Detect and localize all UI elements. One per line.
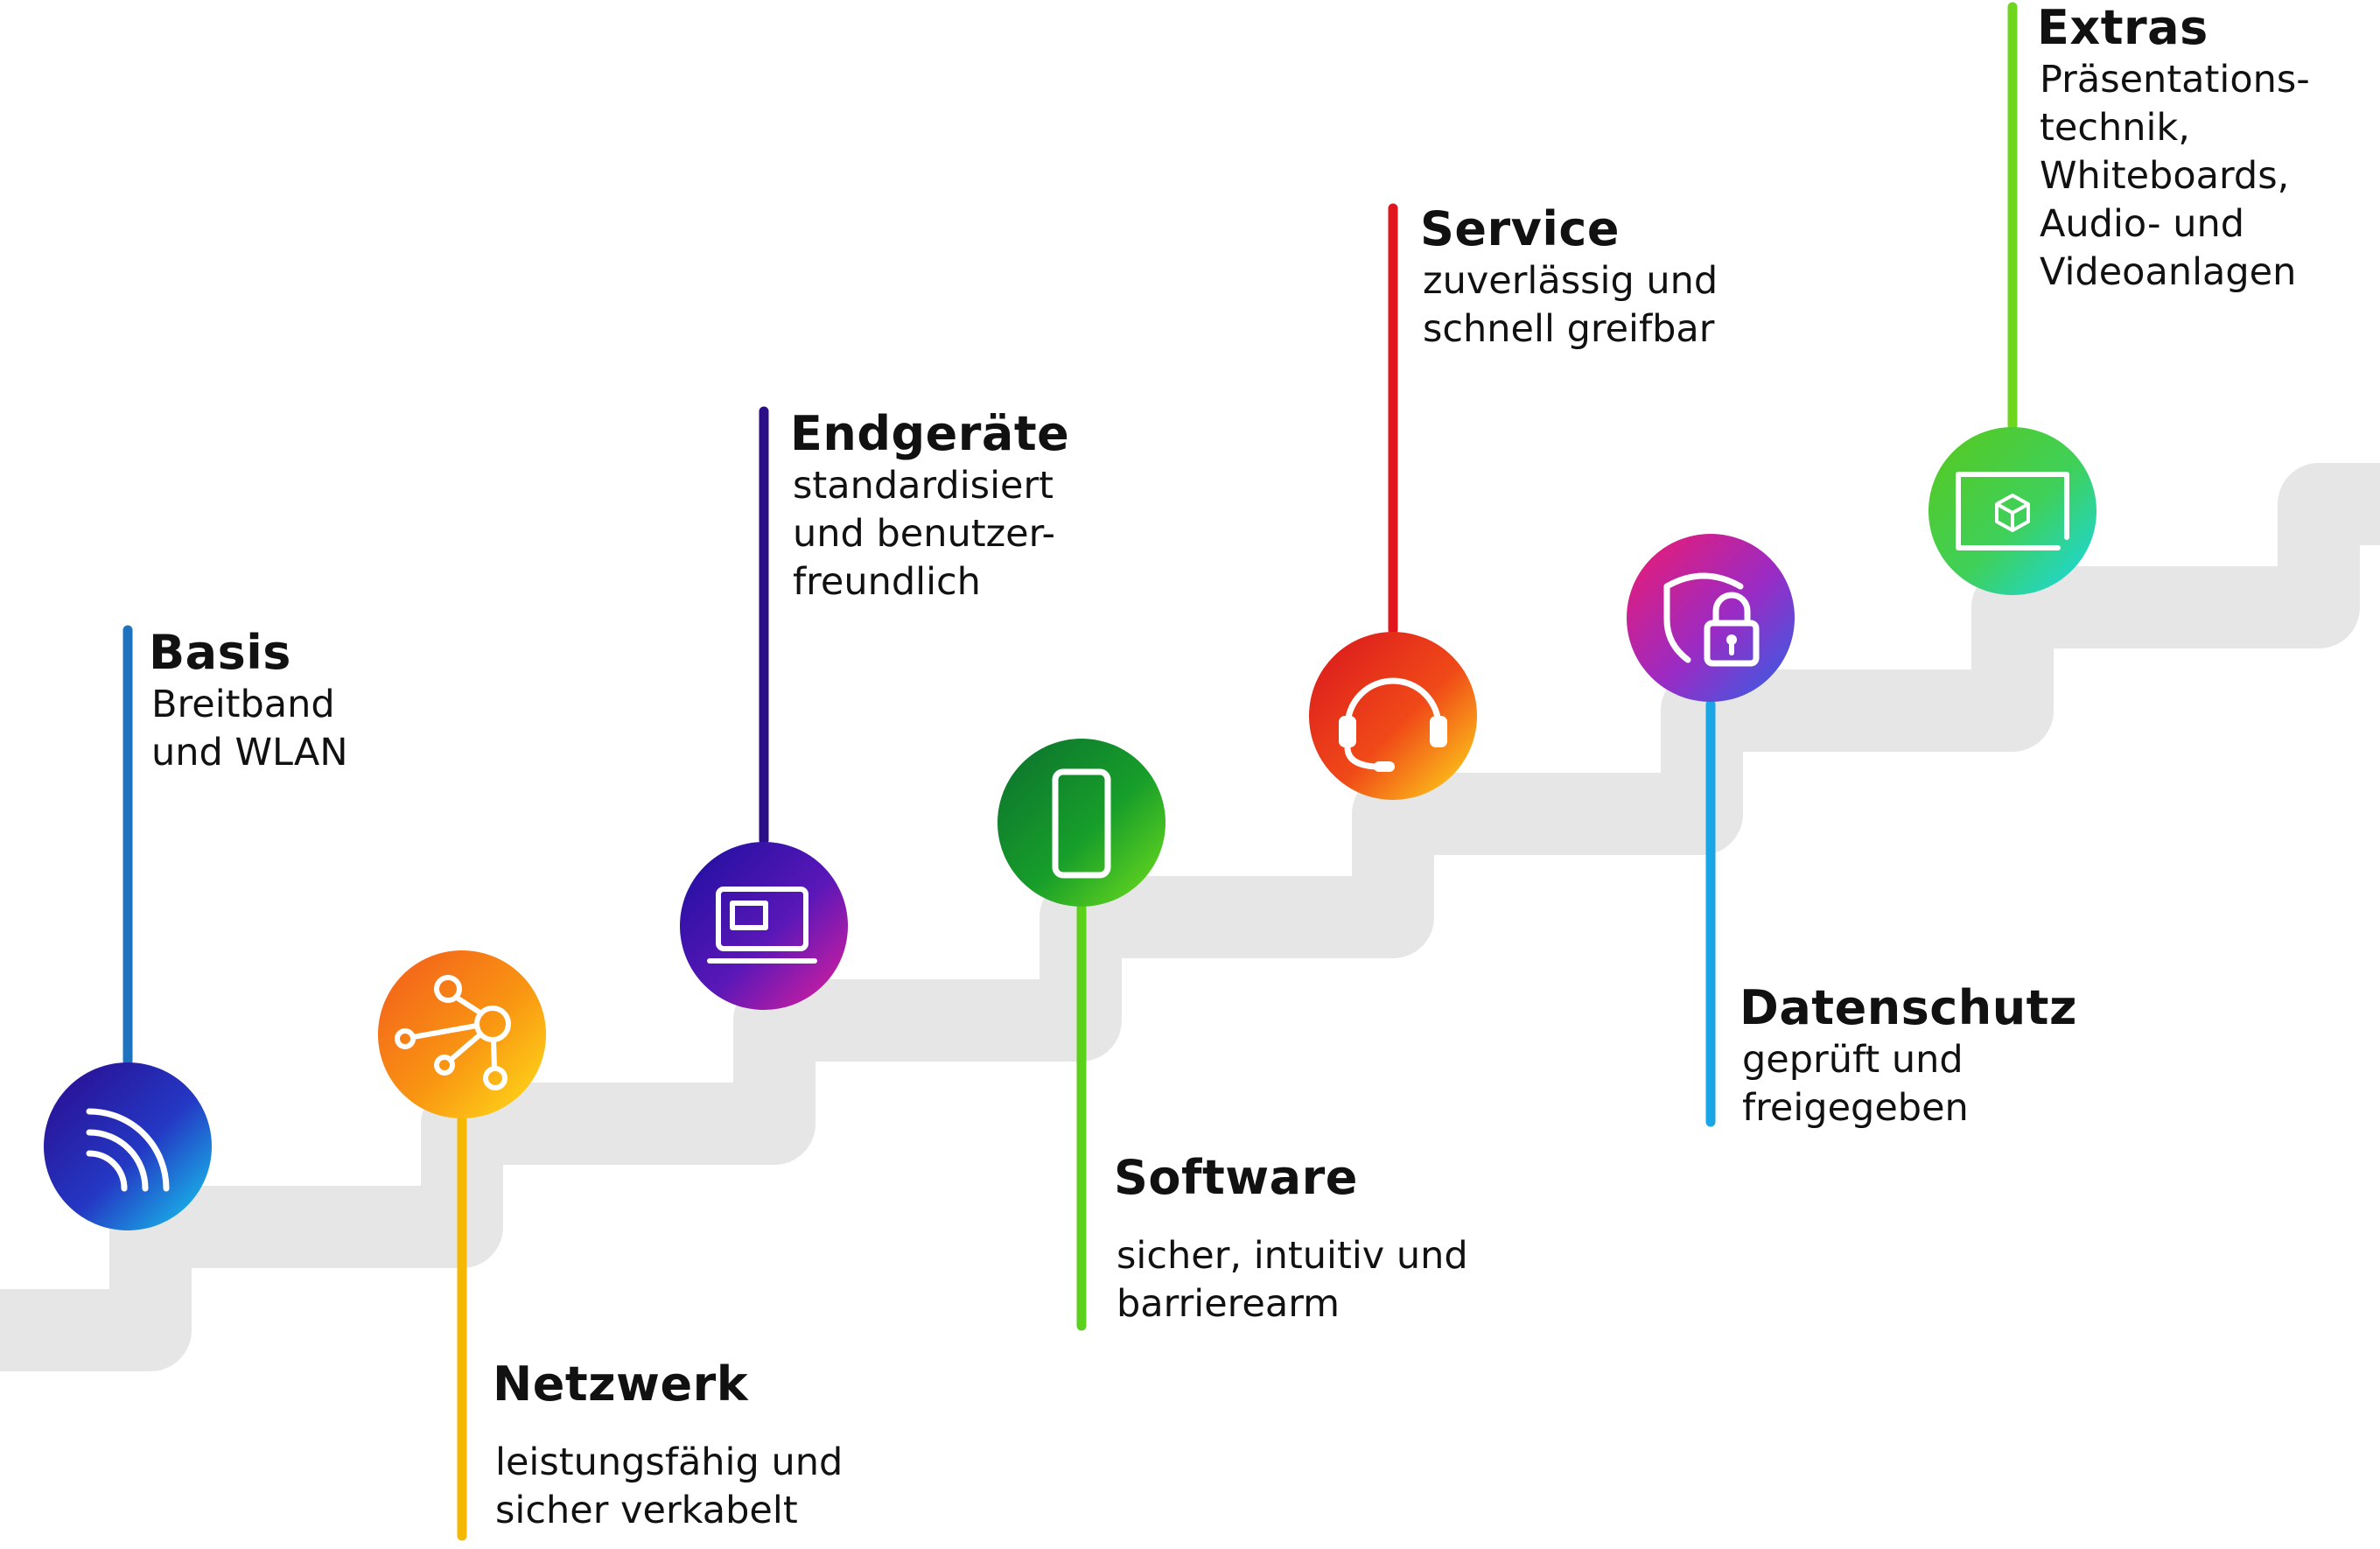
step-description: Präsentations- technik, Whiteboards, Aud… — [2040, 58, 2310, 294]
step-description: geprüft und freigegeben — [1742, 1038, 1969, 1130]
step-title: Datenschutz — [1740, 980, 2077, 1035]
step-label-extras: Extras Präsentations- technik, Whiteboar… — [2037, 0, 2310, 297]
step-node — [44, 1062, 212, 1230]
headset-icon — [1339, 677, 1447, 772]
step-label-basis: Basis Breitband und WLAN — [149, 625, 348, 777]
shield-lock-icon — [1663, 572, 1760, 667]
staircase-band — [0, 463, 2380, 1371]
step-title: Basis — [149, 625, 291, 680]
step-label-endgeraete: Endgeräte standardisiert und benutzer- f… — [790, 406, 1069, 606]
step-node — [1928, 427, 2096, 595]
step-label-netzwerk: Netzwerk leistungsfähig und sicher verka… — [493, 1356, 843, 1535]
step-node — [378, 950, 546, 1118]
step-title: Netzwerk — [493, 1356, 749, 1412]
step-description: leistungsfähig und sicher verkabelt — [495, 1440, 844, 1532]
step-description: sicher, intuitiv und barrierearm — [1116, 1234, 1468, 1326]
step-description: standardisiert und benutzer- freundlich — [793, 464, 1056, 604]
step-circle — [998, 739, 1166, 907]
smartphone-icon — [1052, 768, 1111, 879]
step-node — [680, 842, 848, 1010]
wifi-icon — [86, 1108, 170, 1192]
step-title: Software — [1114, 1150, 1358, 1205]
network-icon — [395, 975, 511, 1090]
step-title: Endgeräte — [790, 406, 1070, 461]
step-title: Extras — [2037, 0, 2208, 55]
laptop-icon — [707, 887, 817, 964]
step-label-datenschutz: Datenschutz geprüft und freigegeben — [1740, 980, 2077, 1132]
step-description: Breitband und WLAN — [151, 683, 348, 774]
step-description: zuverlässig und schnell greifbar — [1423, 259, 1718, 351]
step-title: Service — [1420, 201, 1620, 256]
step-circle — [1309, 632, 1477, 800]
step-node — [1309, 632, 1477, 800]
step-node — [1627, 534, 1795, 702]
presentation-screen-icon — [1956, 472, 2069, 550]
step-circle — [378, 950, 546, 1118]
step-circle — [1627, 534, 1795, 702]
step-label-service: Service zuverlässig und schnell greifbar — [1420, 201, 1718, 354]
step-label-software: Software sicher, intuitiv und barrierear… — [1114, 1150, 1468, 1328]
step-node — [998, 739, 1166, 907]
